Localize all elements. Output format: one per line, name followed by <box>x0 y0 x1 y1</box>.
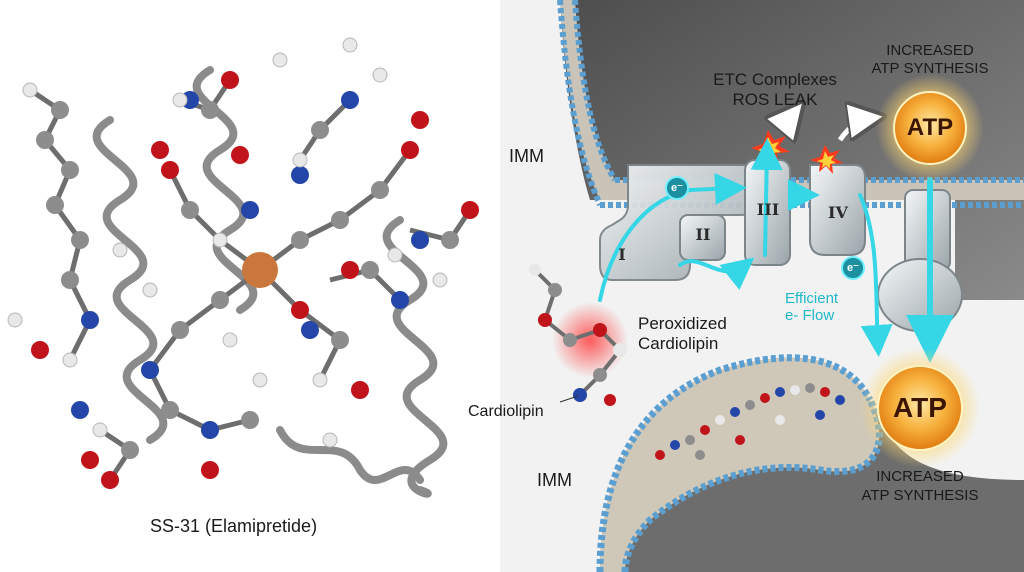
atp-bottom-label: ATP <box>893 392 947 423</box>
complex-ii-label: II <box>695 225 711 244</box>
cardiolipin-molecule <box>529 264 628 406</box>
peroxidized-cardiolipin-label: Peroxidized Cardiolipin <box>638 314 727 354</box>
etc-title: ETC Complexes ROS LEAK <box>700 70 850 110</box>
complex-i-label: I <box>618 245 626 264</box>
atp-bottom-caption: INCREASED ATP SYNTHESIS <box>850 467 990 505</box>
imm-label-bottom: IMM <box>537 470 572 490</box>
imm-label-top: IMM <box>509 146 544 166</box>
cardiolipin-label: Cardiolipin <box>468 403 544 420</box>
ss31-molecule <box>7 37 479 489</box>
atp-spheres <box>860 74 984 468</box>
efficient-line2: e- Flow <box>785 307 835 324</box>
ros-leak-arrows <box>791 112 872 140</box>
molecule-caption: SS-31 (Elamipretide) <box>150 516 318 536</box>
peroxidized-line2: Cardiolipin <box>638 334 719 353</box>
atp-top-caption-line1: INCREASED <box>886 42 974 59</box>
efficient-flow-label: Efficient e- Flow <box>785 290 838 324</box>
complex-iv-label: IV <box>828 203 848 222</box>
atp-top-caption-line2: ATP SYNTHESIS <box>871 60 989 77</box>
efficient-line1: Efficient <box>785 290 839 307</box>
electron-chips <box>665 176 865 280</box>
etc-title-line2: ROS LEAK <box>732 90 818 109</box>
electron-chip-1: e⁻ <box>671 182 683 194</box>
electron-chip-2: e⁻ <box>847 262 859 274</box>
atp-top-caption: INCREASED ATP SYNTHESIS <box>860 42 1000 78</box>
etc-title-line1: ETC Complexes <box>713 70 837 89</box>
atp-bottom-caption-line1: INCREASED <box>876 468 964 485</box>
atp-top-label: ATP <box>906 114 954 141</box>
complex-iii-label: III <box>756 200 780 219</box>
peroxidized-line1: Peroxidized <box>638 314 727 333</box>
embedded-molecules <box>655 383 845 460</box>
atp-bottom-caption-line2: ATP SYNTHESIS <box>861 487 979 504</box>
peptide-helices <box>92 66 448 498</box>
